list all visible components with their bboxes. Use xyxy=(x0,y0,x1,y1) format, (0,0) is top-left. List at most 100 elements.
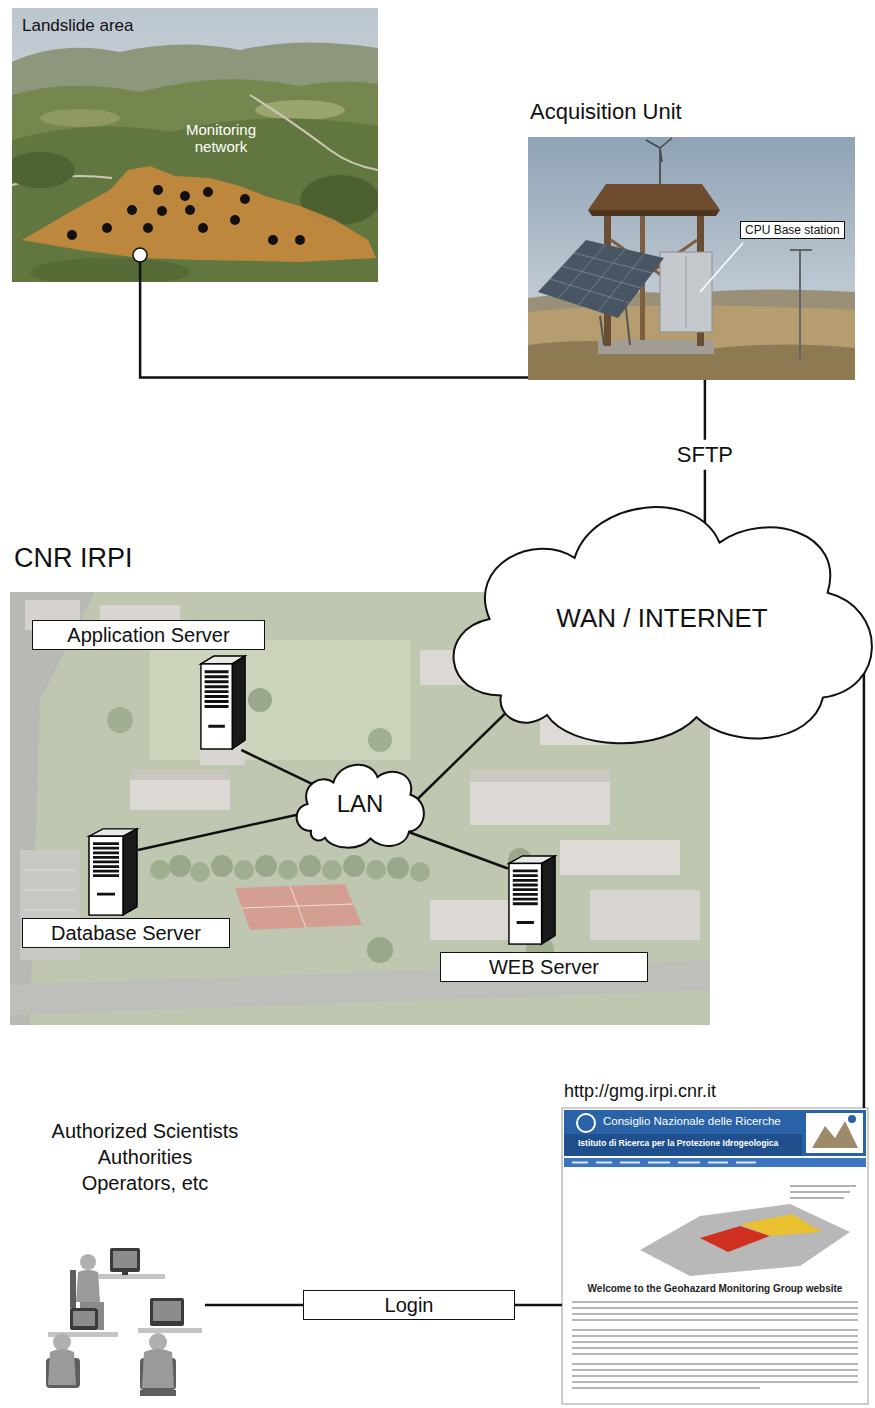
landslide-photo xyxy=(198,223,208,233)
icon-part xyxy=(110,1248,140,1272)
icon-part xyxy=(149,1333,167,1351)
box-label: Login xyxy=(385,1293,434,1317)
station-photo xyxy=(600,300,630,345)
landslide-photo xyxy=(12,152,75,188)
icon-part xyxy=(73,1311,95,1326)
icon-part xyxy=(113,1251,137,1268)
server-slats xyxy=(205,672,229,726)
server-front xyxy=(509,863,542,944)
website-screenshot xyxy=(848,1115,856,1123)
label-box: CPU Base station xyxy=(740,221,845,239)
icon-part xyxy=(140,1390,176,1396)
icon-part xyxy=(76,1270,100,1302)
station-photo xyxy=(598,340,714,354)
cloud-shape xyxy=(454,507,872,743)
landslide-photo xyxy=(180,191,190,201)
server-icon xyxy=(88,828,138,916)
server-node: Application Server xyxy=(200,655,246,750)
landslide-photo xyxy=(268,235,278,245)
website-screenshot xyxy=(806,1113,863,1153)
icon-part xyxy=(70,1308,98,1330)
website-screenshot xyxy=(572,1162,756,1164)
station-photo xyxy=(588,210,720,216)
website-screenshot xyxy=(564,1134,802,1156)
icon-part xyxy=(48,1349,76,1385)
station-photo xyxy=(646,138,672,162)
station-photo xyxy=(700,243,743,292)
website-screenshot xyxy=(740,1214,822,1236)
server-slats xyxy=(513,871,538,923)
connector xyxy=(863,645,866,1108)
box-label: CPU Base station xyxy=(745,223,840,237)
station-photo xyxy=(528,137,855,380)
server-label: Database Server xyxy=(22,918,230,948)
cloud-label: WAN / INTERNET xyxy=(556,603,767,634)
website-screenshot xyxy=(640,1204,850,1276)
server-node: WEB Server xyxy=(508,855,556,945)
server-label: WEB Server xyxy=(440,952,648,982)
landslide-photo xyxy=(67,230,77,240)
landslide-photo xyxy=(250,95,378,170)
server-side xyxy=(123,829,137,915)
header-text: Consiglio Nazionale delle Ricerche xyxy=(603,1115,781,1129)
server-label: Application Server xyxy=(32,620,265,650)
website-screenshot xyxy=(564,1110,866,1156)
group-title: Authorized Scientists Authorities Operat… xyxy=(50,1118,240,1196)
server-slats xyxy=(93,844,119,894)
website-screenshot xyxy=(572,1302,858,1388)
server-node: Database Server xyxy=(88,828,138,916)
website-screenshot xyxy=(577,1114,595,1132)
landslide-photo xyxy=(12,8,378,282)
landslide-photo xyxy=(230,215,240,225)
landslide-photo xyxy=(127,205,137,215)
icon-part xyxy=(138,1328,202,1333)
server-icon xyxy=(508,855,556,945)
panel-title: CNR IRPI xyxy=(14,542,133,574)
station-photo xyxy=(528,341,855,380)
cloud-label: LAN xyxy=(337,790,384,819)
landslide-photo xyxy=(185,205,195,215)
icon-part xyxy=(53,1333,71,1351)
landslide-photo xyxy=(30,258,190,282)
landslide-photo xyxy=(153,185,163,195)
landslide-photo xyxy=(240,194,250,204)
landslide-photo xyxy=(255,100,345,120)
station-photo xyxy=(538,240,664,318)
website-screenshot xyxy=(564,1158,866,1167)
website-screenshot xyxy=(812,1121,858,1148)
network-cloud: WAN / INTERNET xyxy=(432,488,875,750)
landslide-photo xyxy=(203,187,213,197)
server-front xyxy=(201,664,232,749)
landslide-photo xyxy=(102,223,112,233)
connector xyxy=(395,827,508,869)
network-cloud: LAN xyxy=(290,758,430,850)
icon-part xyxy=(150,1298,184,1326)
cloud-shape xyxy=(297,765,424,848)
workstation xyxy=(46,1248,202,1396)
website-screenshot xyxy=(790,1186,856,1198)
connector xyxy=(205,1304,303,1307)
connector xyxy=(138,813,304,850)
station-photo xyxy=(790,250,812,360)
station-photo xyxy=(550,245,653,312)
landslide-photo xyxy=(22,166,376,262)
landslide-photo xyxy=(12,8,378,282)
landslide-photo xyxy=(133,248,147,262)
server-side xyxy=(232,656,245,749)
website-screenshot xyxy=(562,1108,868,1404)
connector xyxy=(515,1304,562,1307)
icon-part xyxy=(142,1349,174,1388)
page-heading: Welcome to the Geohazard Monitoring Grou… xyxy=(565,1283,865,1295)
overlay-label: Monitoring network xyxy=(176,121,266,156)
panel-title: Landslide area xyxy=(22,16,134,36)
connector xyxy=(140,262,528,378)
station-photo xyxy=(528,137,855,380)
server-front xyxy=(89,836,123,915)
landslide-photo xyxy=(295,235,305,245)
landslide-photo xyxy=(143,223,153,233)
station-photo xyxy=(686,256,687,328)
landslide-photo xyxy=(157,206,167,216)
website-screenshot xyxy=(562,1108,868,1404)
edge-label: SFTP xyxy=(673,439,737,469)
